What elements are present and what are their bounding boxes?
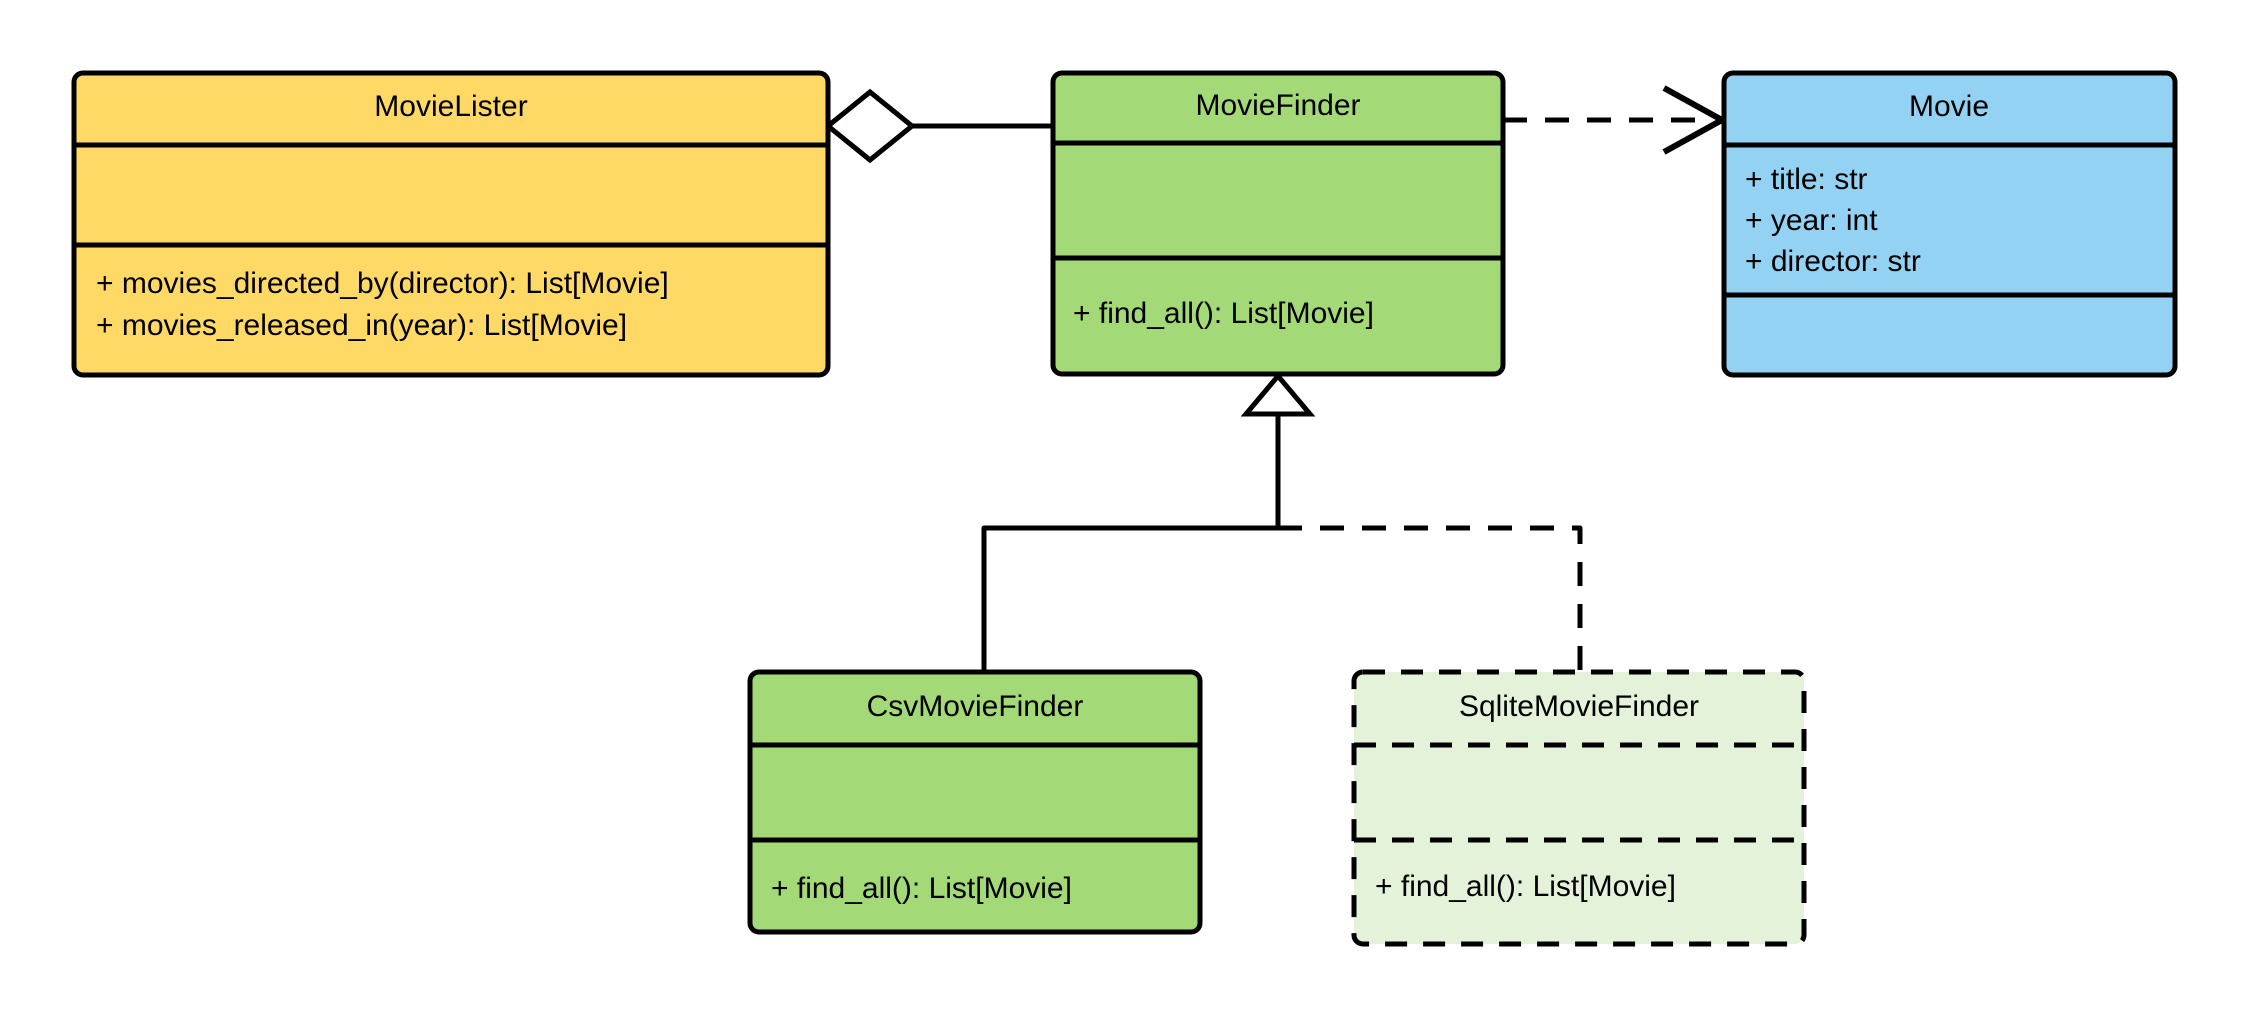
movie-lister-method-1: + movies_released_in(year): List[Movie] (96, 309, 627, 342)
hollow-diamond-icon (824, 88, 916, 164)
class-box-movie-finder[interactable]: MovieFinder + find_all(): List[Movie] (1050, 70, 1506, 377)
movie-attribute-2: + director: str (1745, 245, 1921, 278)
movie-lister-frame (71, 70, 831, 378)
class-box-movie[interactable]: Movie + title: str + year: int + directo… (1721, 70, 2178, 378)
movie-attribute-1: + year: int (1745, 204, 1878, 237)
movie-finder-frame (1050, 70, 1506, 377)
relationship-generalization-csv-finder[interactable] (981, 372, 1316, 672)
sqlite-movie-finder-title: SqliteMovieFinder (1459, 690, 1699, 723)
csv-movie-finder-title: CsvMovieFinder (867, 690, 1084, 723)
movie-frame (1721, 70, 2178, 378)
sqlite-movie-finder-method-0: + find_all(): List[Movie] (1375, 870, 1676, 903)
class-box-movie-lister[interactable]: MovieLister + movies_directed_by(directo… (71, 70, 831, 378)
movie-lister-method-0: + movies_directed_by(director): List[Mov… (96, 267, 669, 300)
relationship-dependency-finder-movie[interactable] (1503, 85, 1729, 155)
relationship-generalization-sqlite-finder[interactable] (1278, 525, 1583, 672)
relationship-aggregation-lister-finder[interactable] (824, 88, 1053, 164)
generalization-line-csv (981, 414, 1281, 672)
movie-finder-method-0: + find_all(): List[Movie] (1073, 297, 1374, 330)
movie-finder-title: MovieFinder (1195, 89, 1360, 122)
class-box-csv-movie-finder[interactable]: CsvMovieFinder + find_all(): List[Movie] (747, 669, 1203, 935)
movie-title: Movie (1909, 90, 1989, 123)
generalization-line-sqlite (1278, 525, 1583, 672)
csv-movie-finder-frame (747, 669, 1203, 935)
movie-attribute-0: + title: str (1745, 163, 1868, 196)
class-box-sqlite-movie-finder[interactable]: SqliteMovieFinder + find_all(): List[Mov… (1351, 669, 1807, 947)
movie-lister-title: MovieLister (374, 90, 527, 123)
sqlite-movie-finder-frame (1351, 669, 1807, 947)
csv-movie-finder-method-0: + find_all(): List[Movie] (771, 872, 1072, 905)
hollow-triangle-icon-csv (1240, 372, 1316, 417)
